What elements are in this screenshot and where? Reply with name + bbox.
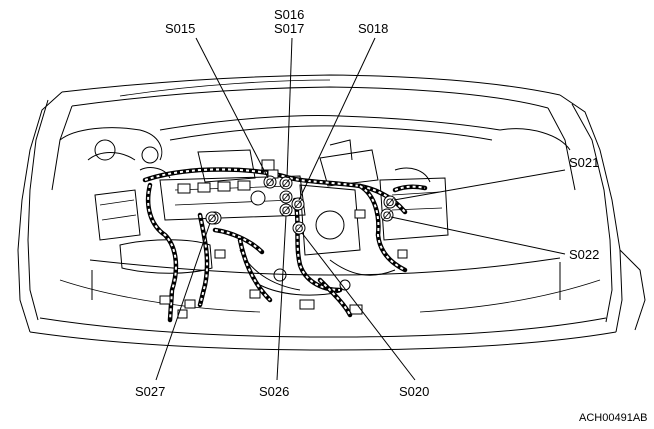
label-s020: S020 bbox=[399, 384, 429, 399]
label-s018: S018 bbox=[358, 21, 388, 36]
label-s016: S016 bbox=[274, 7, 304, 22]
marker-s027: Ø bbox=[205, 211, 219, 225]
label-s027: S027 bbox=[135, 384, 165, 399]
leader-s026 bbox=[276, 215, 287, 381]
label-s026: S026 bbox=[259, 384, 289, 399]
svg-text:Ø: Ø bbox=[295, 223, 304, 235]
svg-text:Ø: Ø bbox=[383, 210, 392, 222]
marker-s015: Ø bbox=[263, 175, 277, 189]
leader-s018 bbox=[298, 37, 376, 201]
engine-block bbox=[159, 139, 449, 315]
svg-text:Ø: Ø bbox=[266, 177, 275, 189]
marker-s017: Ø bbox=[279, 190, 293, 204]
marker-s016: Ø bbox=[279, 176, 293, 190]
vehicle-body-outline bbox=[17, 74, 646, 351]
callout-labels: S015 S016 S017 S018 S021 S022 S027 S026 … bbox=[135, 7, 648, 424]
label-s021: S021 bbox=[569, 155, 599, 170]
marker-s018: Ø bbox=[291, 197, 305, 211]
label-s017: S017 bbox=[274, 21, 304, 36]
leader-s020 bbox=[301, 232, 416, 381]
leader-s027 bbox=[155, 222, 211, 381]
marker-s026: Ø bbox=[279, 203, 293, 217]
marker-s020: Ø bbox=[292, 221, 306, 235]
svg-text:Ø: Ø bbox=[208, 213, 217, 225]
svg-text:Ø: Ø bbox=[386, 197, 395, 209]
label-s015: S015 bbox=[165, 21, 195, 36]
figure-code: ACH00491AB bbox=[579, 412, 648, 424]
label-s022: S022 bbox=[569, 247, 599, 262]
wiring-harness bbox=[142, 159, 428, 323]
leader-s022 bbox=[390, 216, 566, 255]
left-components bbox=[94, 139, 213, 274]
leader-s015 bbox=[195, 37, 269, 179]
svg-text:Ø: Ø bbox=[282, 192, 291, 204]
leader-s021 bbox=[393, 169, 566, 201]
splice-markers: Ø Ø Ø Ø Ø Ø Ø Ø bbox=[205, 175, 397, 235]
svg-text:Ø: Ø bbox=[282, 205, 291, 217]
svg-text:Ø: Ø bbox=[282, 178, 291, 190]
marker-s021: Ø bbox=[383, 195, 397, 209]
marker-s022: Ø bbox=[380, 208, 394, 222]
svg-text:Ø: Ø bbox=[294, 199, 303, 211]
leader-lines bbox=[155, 37, 566, 381]
leader-s016-s017 bbox=[286, 37, 293, 179]
